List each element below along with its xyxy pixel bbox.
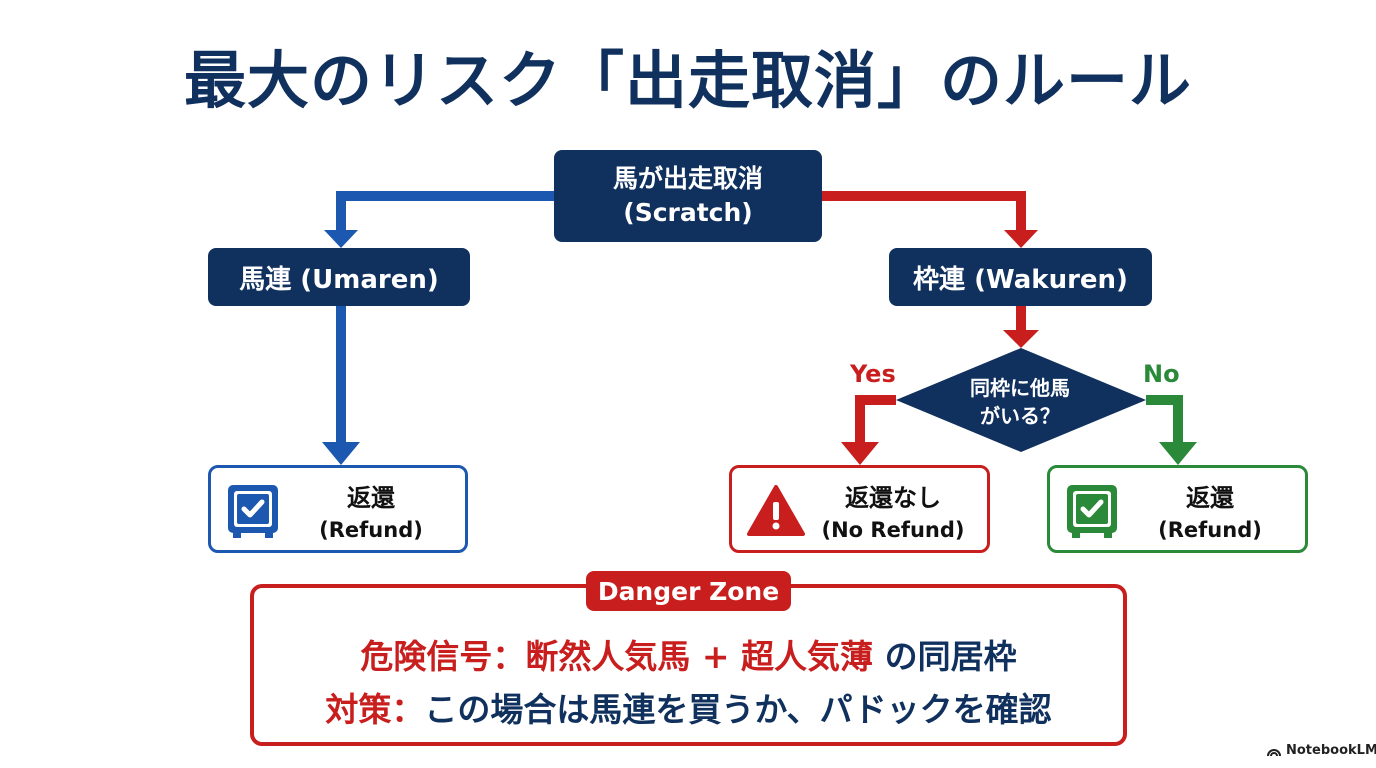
- result-wakuren-no-refund: 返還なし (No Refund): [729, 465, 990, 553]
- result-right-sub: (Refund): [1158, 518, 1262, 542]
- result-middle-sub: (No Refund): [821, 518, 965, 542]
- safe-check-icon: [1067, 485, 1117, 538]
- result-middle-label: 返還なし: [845, 484, 941, 512]
- connector-to-wakuren: [822, 191, 1026, 236]
- node-scratch-label: 馬が出走取消: [612, 164, 763, 193]
- arrowhead-umaren-result: [322, 442, 360, 465]
- branch-no-label: No: [1143, 360, 1180, 388]
- result-left-label: 返還: [347, 484, 395, 512]
- result-umaren-refund: 返還 (Refund): [208, 465, 468, 553]
- danger-countermeasure-line: 対策：この場合は馬連を買うか、パドックを確認: [250, 683, 1127, 731]
- notebooklm-logo-icon: [1267, 748, 1281, 756]
- result-left-sub: (Refund): [319, 518, 423, 542]
- notebooklm-watermark: NotebookLM: [1266, 743, 1376, 758]
- arrowhead-umaren: [324, 230, 358, 248]
- page-title: 最大のリスク「出走取消」のルール: [183, 44, 1192, 117]
- danger-zone-label: Danger Zone: [586, 571, 791, 611]
- countermeasure-text: この場合は馬連を買うか、パドックを確認: [424, 690, 1052, 729]
- arrowhead-decision: [1003, 330, 1039, 348]
- connector-no: [1146, 395, 1183, 450]
- warning-icon: [747, 485, 805, 536]
- decision-text: 同枠に他馬 がいる？: [920, 374, 1120, 430]
- decision-diamond: [896, 348, 1146, 452]
- node-wakuren: 枠連 (Wakuren): [889, 248, 1152, 306]
- result-wakuren-refund: 返還 (Refund): [1047, 465, 1308, 553]
- result-right-label: 返還: [1186, 484, 1234, 512]
- arrowhead-wakuren: [1004, 230, 1038, 248]
- node-scratch: 馬が出走取消 (Scratch): [554, 150, 822, 242]
- safe-check-icon: [228, 485, 278, 538]
- node-scratch-sub: (Scratch): [623, 198, 753, 227]
- danger-warning-signal: 危険信号：断然人気馬 + 超人気薄: [360, 637, 874, 676]
- decision-line2: がいる？: [980, 404, 1060, 428]
- footer-brand: NotebookLM: [1286, 743, 1376, 758]
- decision-line1: 同枠に他馬: [970, 376, 1070, 400]
- branch-yes-label: Yes: [850, 360, 896, 388]
- countermeasure-label: 対策：: [325, 690, 425, 729]
- arrowhead-no: [1159, 442, 1197, 465]
- danger-warning-suffix: の同居枠: [884, 637, 1017, 676]
- arrowhead-yes: [841, 442, 879, 465]
- danger-warning-line: 危険信号：断然人気馬 + 超人気薄 の同居枠: [250, 630, 1127, 678]
- node-umaren: 馬連 (Umaren): [208, 248, 470, 306]
- connector-to-umaren: [336, 191, 554, 236]
- connector-yes: [855, 395, 896, 450]
